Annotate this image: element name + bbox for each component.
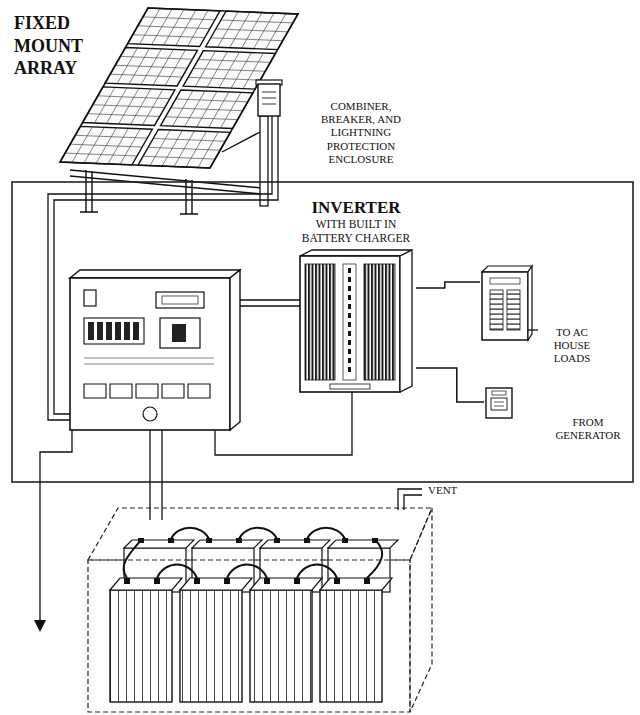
battery-cell bbox=[180, 590, 242, 702]
battery-cell bbox=[320, 590, 382, 702]
ac-breakers bbox=[507, 290, 520, 330]
combiner-detail bbox=[262, 92, 276, 104]
inverter-top bbox=[300, 250, 412, 256]
panel-switch bbox=[84, 290, 96, 306]
ground-arrow bbox=[34, 620, 46, 632]
combiner-cap bbox=[256, 80, 282, 85]
breakers bbox=[88, 322, 139, 340]
pv-module bbox=[60, 126, 152, 164]
component-label: TO AC HOUSE LOADS bbox=[542, 266, 602, 366]
vent-pipe bbox=[398, 489, 422, 510]
switch-detail bbox=[494, 402, 504, 406]
component-label: FIXED MOUNT ARRAY bbox=[14, 10, 120, 80]
component-node: TO AC HOUSE LOADS bbox=[480, 266, 604, 370]
component-node: COMBINER, BREAKER, AND LIGHTNING PROTECT… bbox=[250, 86, 422, 170]
battery-cell bbox=[250, 590, 312, 702]
display-window bbox=[162, 296, 198, 304]
ground-wire bbox=[40, 430, 72, 620]
load-stub bbox=[528, 329, 538, 330]
terminals bbox=[124, 578, 370, 584]
ac-panel bbox=[482, 272, 528, 340]
panel-strip bbox=[84, 358, 214, 364]
pv-module bbox=[105, 47, 197, 85]
cell-tops bbox=[124, 540, 398, 548]
switch-plate bbox=[492, 391, 506, 395]
battery-cell bbox=[260, 548, 322, 592]
component-sublabel: WITH BUILT IN BATTERY CHARGER bbox=[298, 218, 414, 244]
meter-display bbox=[156, 292, 204, 308]
mount-rail bbox=[70, 170, 262, 194]
pv-module bbox=[128, 8, 220, 46]
pv-module bbox=[161, 90, 253, 128]
component-label: COMBINER, BREAKER, AND LIGHTNING PROTECT… bbox=[306, 86, 416, 166]
pv-module bbox=[183, 51, 275, 89]
generator-switch bbox=[486, 388, 512, 418]
component-node: FIXED MOUNT ARRAY bbox=[8, 10, 308, 200]
cell-tops bbox=[110, 578, 392, 590]
pv-module bbox=[83, 87, 175, 125]
mount-pole bbox=[260, 116, 268, 206]
switch-handle bbox=[491, 398, 507, 410]
inverter-box bbox=[300, 256, 400, 392]
power-wire bbox=[416, 368, 484, 402]
component-label: INVERTER bbox=[298, 198, 414, 218]
power-wire bbox=[416, 282, 480, 288]
battery-cell bbox=[192, 548, 254, 592]
control-panel bbox=[70, 278, 230, 430]
panel-side bbox=[230, 270, 240, 430]
battery-box-side bbox=[410, 508, 432, 712]
ac-panel-plate bbox=[490, 278, 520, 284]
component-node: INVERTERWITH BUILT IN BATTERY CHARGER bbox=[298, 198, 416, 394]
panel-top bbox=[70, 270, 240, 278]
dc-wire bbox=[215, 300, 352, 455]
terminals bbox=[138, 538, 378, 543]
pv-module bbox=[138, 130, 230, 168]
ac-panel-side bbox=[528, 266, 532, 340]
equipment-frame bbox=[12, 182, 633, 482]
fuse-row bbox=[84, 384, 210, 398]
combiner-box bbox=[258, 84, 280, 116]
callout-label: VENT bbox=[428, 484, 457, 497]
inverter-side bbox=[400, 250, 412, 392]
battery-cell bbox=[110, 590, 172, 702]
inverter-base bbox=[330, 384, 370, 389]
solar-array bbox=[60, 8, 298, 168]
panel-knob bbox=[143, 407, 157, 421]
battery-box-top bbox=[88, 508, 432, 560]
mount-legs bbox=[80, 132, 260, 214]
center-slot bbox=[343, 264, 356, 380]
array-wire bbox=[48, 182, 278, 420]
battery-box bbox=[88, 560, 410, 712]
heat-sink bbox=[305, 264, 335, 380]
breaker-handle bbox=[172, 324, 186, 342]
battery-cell bbox=[124, 548, 186, 592]
battery-cables bbox=[124, 540, 383, 578]
battery-conduit bbox=[150, 430, 162, 520]
component-label: FROM GENERATOR bbox=[550, 382, 626, 442]
conduit bbox=[272, 116, 278, 182]
pv-module bbox=[206, 11, 298, 49]
ac-breakers bbox=[490, 290, 503, 330]
ac-panel-top bbox=[482, 266, 532, 272]
battery-cell bbox=[328, 548, 390, 592]
center-vents bbox=[348, 268, 351, 376]
heat-sink bbox=[364, 264, 395, 380]
component-node: FROM GENERATOR bbox=[484, 382, 630, 448]
battery-cables bbox=[171, 528, 345, 539]
breaker-row bbox=[84, 318, 144, 344]
array-outline bbox=[60, 8, 298, 168]
main-breaker bbox=[160, 318, 200, 348]
label-holder: VENT bbox=[428, 484, 457, 497]
